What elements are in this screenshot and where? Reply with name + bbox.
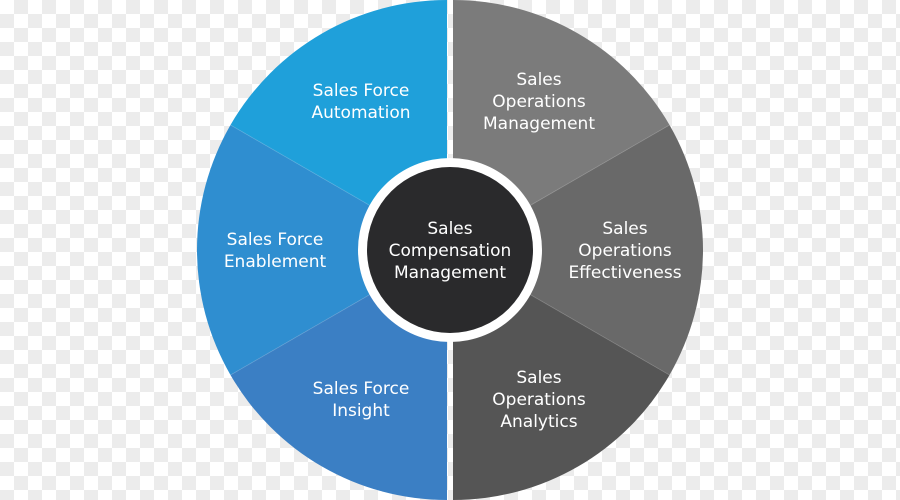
segment-sales-force-enablement (197, 125, 447, 375)
label-line: Sales Force (313, 81, 410, 101)
center-circle (367, 167, 533, 333)
label-line: Sales (602, 219, 647, 239)
label-line: Sales (516, 368, 561, 388)
label-line: Sales (427, 219, 472, 239)
label-line: Operations (578, 241, 672, 261)
label-line: Operations (492, 92, 586, 112)
label-line: Enablement (224, 252, 327, 272)
label-line: Analytics (500, 412, 577, 432)
label-line: Compensation (389, 241, 512, 261)
label-line: Management (394, 263, 506, 283)
label-line: Sales Force (313, 379, 410, 399)
label-line: Management (483, 114, 595, 134)
label-line: Insight (332, 401, 390, 421)
segment-sales-operations-effectiveness (453, 125, 703, 375)
label-line: Operations (492, 390, 586, 410)
label-line: Effectiveness (568, 263, 681, 283)
label-line: Automation (311, 103, 410, 123)
label-line: Sales (516, 70, 561, 90)
label-line: Sales Force (227, 230, 324, 250)
